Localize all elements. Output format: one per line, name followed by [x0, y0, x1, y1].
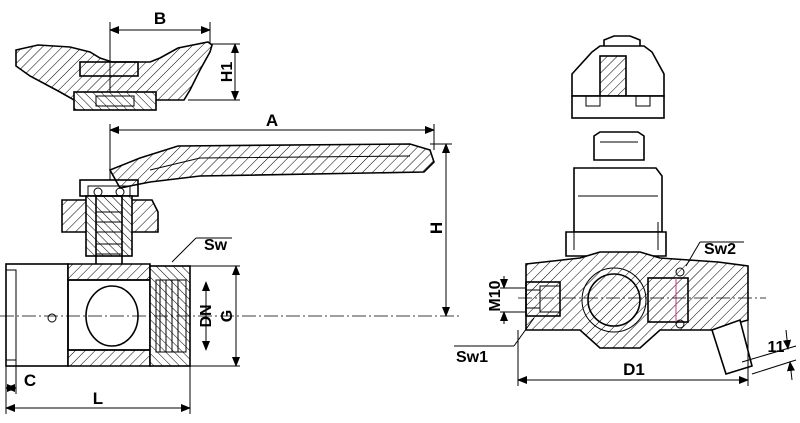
dimension-B: B [109, 9, 211, 92]
label-C: C [24, 371, 36, 390]
label-Sw: Sw [204, 237, 228, 254]
dimension-G: G [190, 265, 240, 367]
label-B: B [154, 9, 166, 28]
label-A: A [266, 111, 278, 130]
dimension-DN: DN [198, 281, 215, 351]
dimension-D1: D1 [517, 320, 749, 386]
label-H1: H1 [219, 62, 236, 83]
label-L: L [93, 389, 103, 408]
label-D1: D1 [623, 360, 645, 379]
stem-head [565, 131, 667, 257]
valve-body [0, 263, 460, 367]
label-M10: M10 [487, 280, 504, 311]
label-Sw2: Sw2 [704, 241, 736, 258]
side-body [518, 251, 766, 375]
lever-handle [108, 143, 435, 189]
dimension-11: 11 [741, 329, 797, 381]
dimension-Sw1: Sw1 [454, 317, 535, 366]
dimension-C: C [5, 360, 36, 414]
label-Sw1: Sw1 [456, 349, 488, 366]
stem-assembly [61, 179, 159, 267]
label-11: 11 [768, 339, 785, 356]
label-H: H [427, 222, 446, 234]
label-DN: DN [198, 304, 215, 327]
butterfly-handle [15, 41, 213, 111]
dimension-M10: M10 [487, 276, 526, 324]
dimension-Sw2: Sw2 [685, 241, 744, 267]
dimension-Sw: Sw [171, 237, 232, 263]
t-handle-cap [571, 35, 665, 119]
dimension-L: L [5, 366, 191, 414]
label-G: G [219, 310, 236, 322]
dimension-H: H [427, 143, 452, 317]
dimension-H1: H1 [188, 43, 240, 101]
dimension-A: A [109, 111, 435, 180]
